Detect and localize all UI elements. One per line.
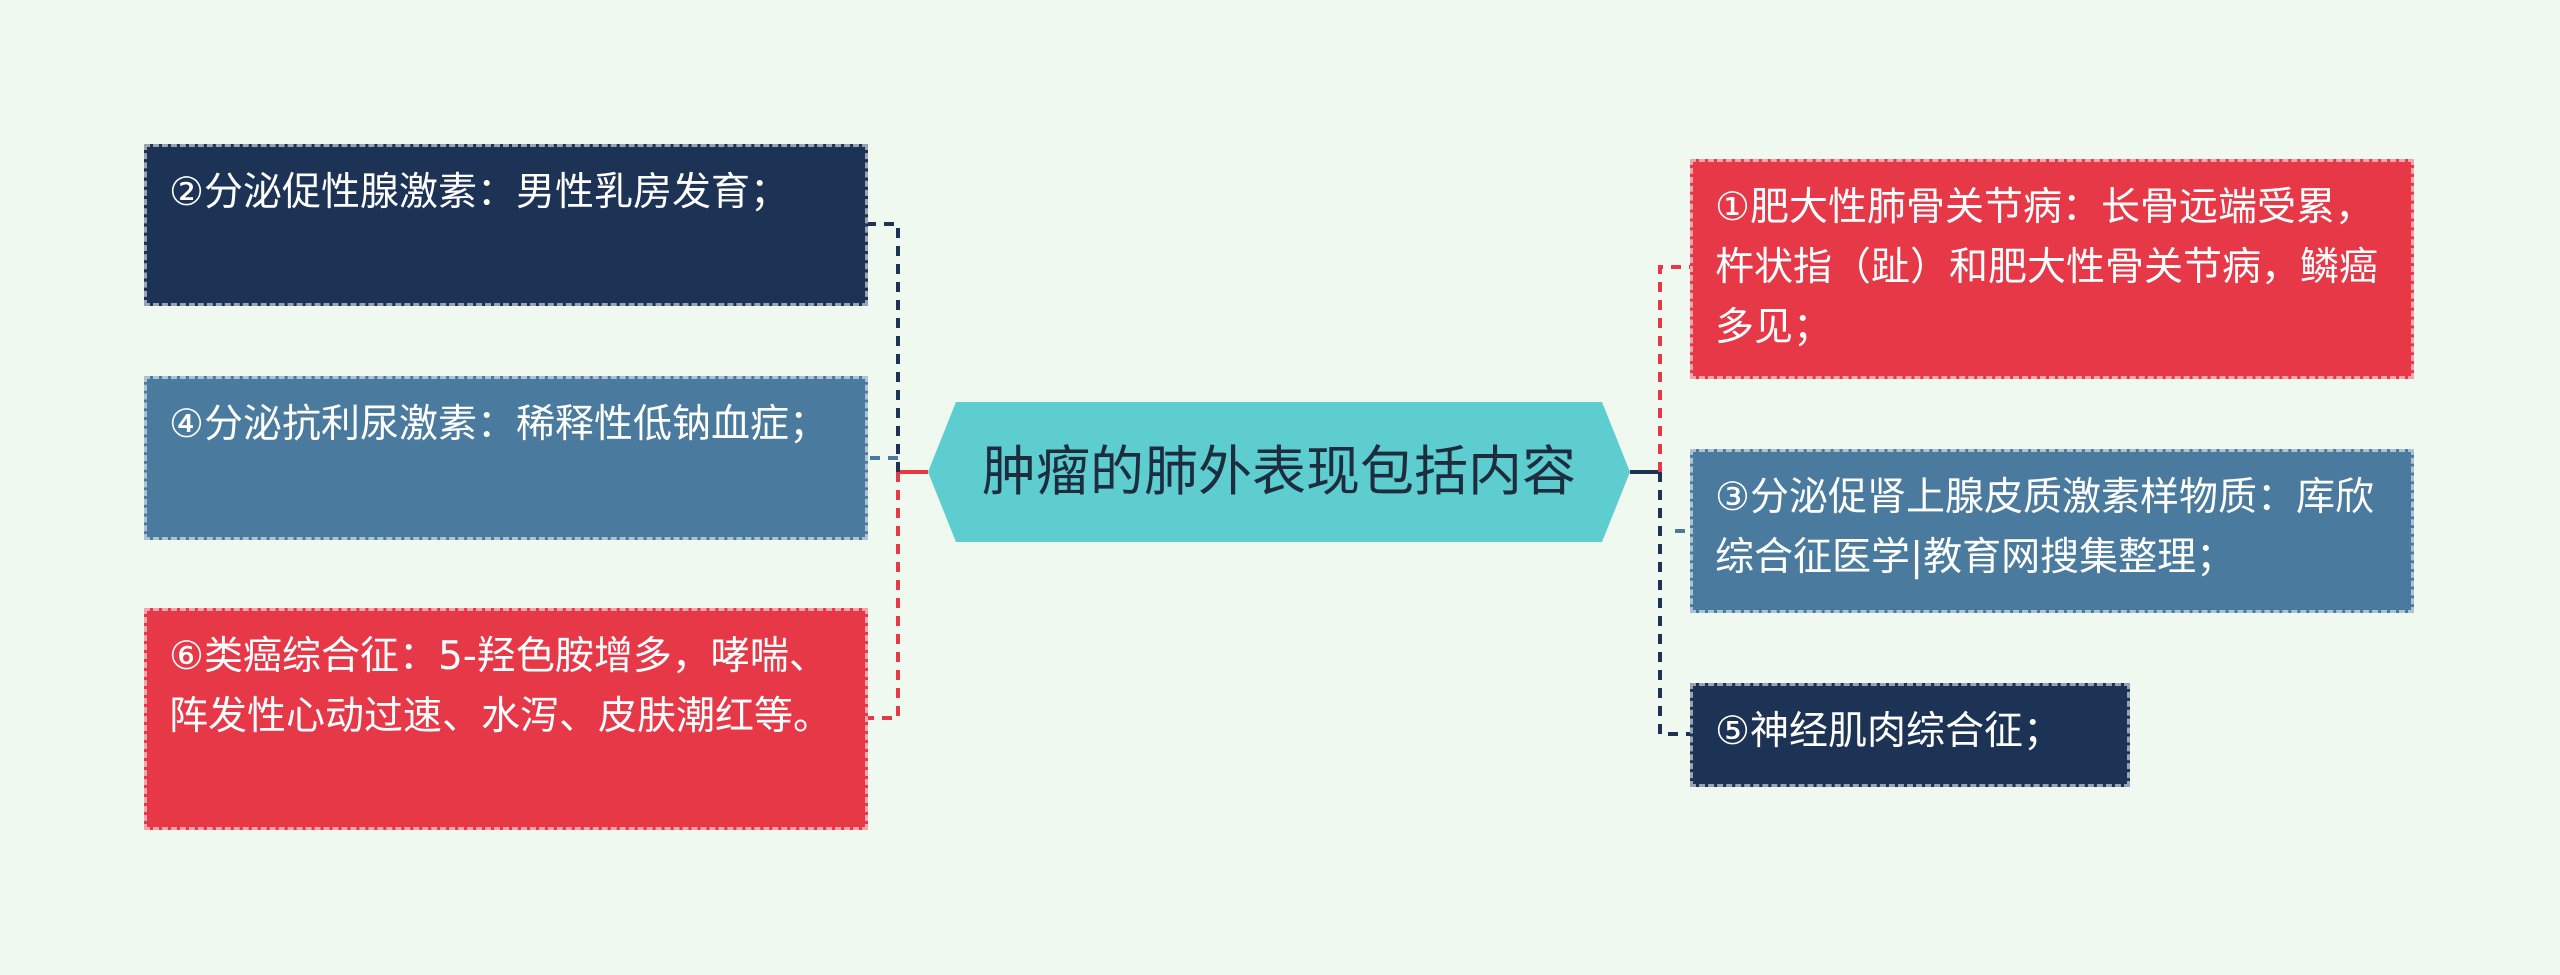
topic-node-2[interactable]: ②分泌促性腺激素：男性乳房发育； <box>144 144 868 306</box>
topic-node-6-text: ⑥类癌综合征：5-羟色胺增多，哮喘、阵发性心动过速、水泻、皮肤潮红等。 <box>169 634 833 739</box>
central-topic-shape <box>928 402 1630 542</box>
topic-node-5-text: ⑤神经肌肉综合征； <box>1715 709 2062 754</box>
central-topic[interactable]: 肿瘤的肺外表现包括内容 <box>928 402 1630 542</box>
connector-right-node-1 <box>1658 265 1690 472</box>
topic-node-4[interactable]: ④分泌抗利尿激素：稀释性低钠血症； <box>144 376 868 540</box>
topic-node-3[interactable]: ③分泌促肾上腺皮质激素样物质：库欣综合征医学|教育网搜集整理； <box>1690 449 2414 613</box>
topic-node-5[interactable]: ⑤神经肌肉综合征； <box>1690 683 2130 787</box>
topic-node-2-text: ②分泌促性腺激素：男性乳房发育； <box>169 170 789 215</box>
topic-node-1-text: ①肥大性肺骨关节病：长骨远端受累，杵状指（趾）和肥大性骨关节病，鳞癌多见； <box>1715 185 2379 350</box>
topic-node-3-text: ③分泌促肾上腺皮质激素样物质：库欣综合征医学|教育网搜集整理； <box>1715 475 2374 580</box>
topic-node-4-text: ④分泌抗利尿激素：稀释性低钠血症； <box>169 402 828 447</box>
connector-left-node-3 <box>868 472 900 720</box>
topic-node-6[interactable]: ⑥类癌综合征：5-羟色胺增多，哮喘、阵发性心动过速、水泻、皮肤潮红等。 <box>144 608 868 830</box>
connector-right-node-3 <box>1658 472 1690 736</box>
central-topic-label: 肿瘤的肺外表现包括内容 <box>982 440 1576 503</box>
topic-node-1[interactable]: ①肥大性肺骨关节病：长骨远端受累，杵状指（趾）和肥大性骨关节病，鳞癌多见； <box>1690 159 2414 379</box>
connector-left-node-1 <box>868 222 900 472</box>
